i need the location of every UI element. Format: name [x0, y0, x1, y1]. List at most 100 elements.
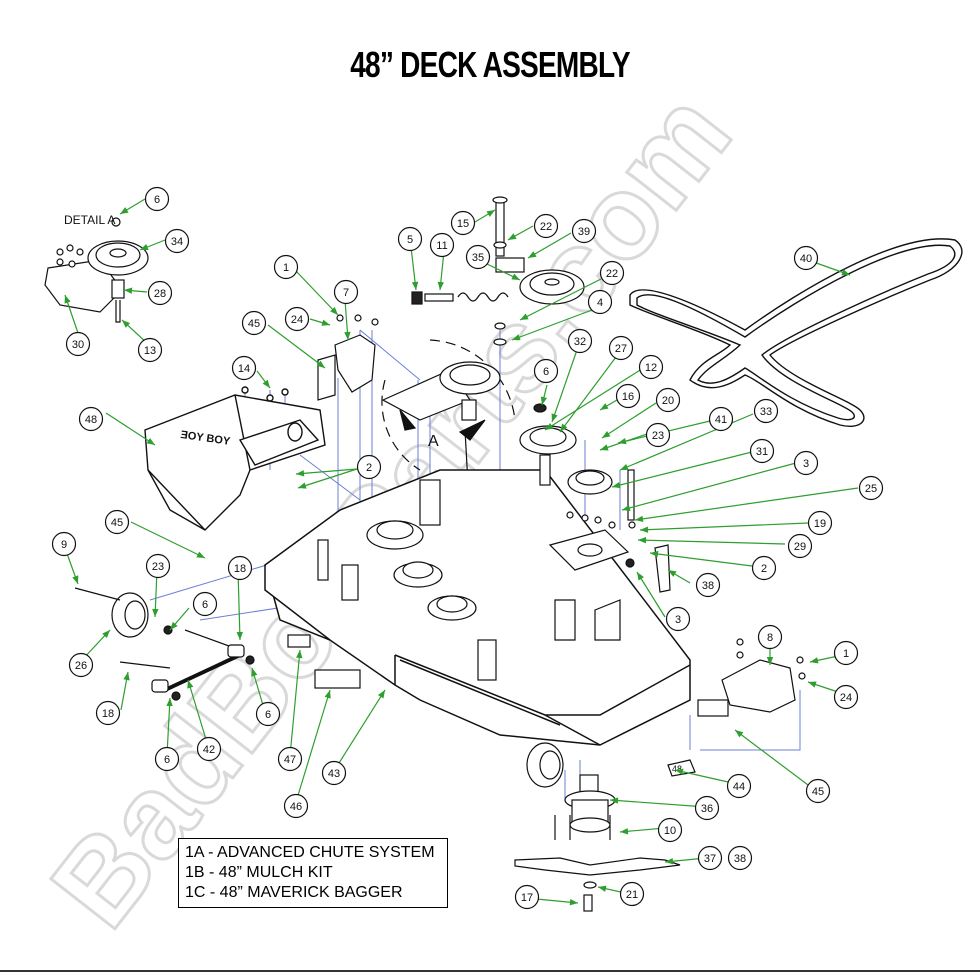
callout-circle — [753, 398, 779, 424]
callout-circle — [807, 510, 833, 536]
leader-arrowhead — [766, 657, 774, 665]
callout-c8: 8 — [757, 624, 783, 650]
callout-number: 2 — [761, 563, 767, 575]
callout-circle — [514, 884, 540, 910]
callout-c18b: 18 — [95, 700, 121, 726]
callout-circle — [599, 260, 625, 286]
callout-c35: 35 — [465, 244, 491, 270]
callout-number: 26 — [75, 660, 87, 672]
callout-number: 1 — [283, 262, 289, 274]
callout-number: 29 — [794, 541, 806, 553]
callout-circle — [615, 383, 641, 409]
leader-arrowhead — [122, 320, 131, 328]
leader-arrowhead — [650, 550, 659, 558]
detail-a-label: DETAIL A — [64, 213, 115, 227]
callout-circle — [227, 555, 253, 581]
callout-c41: 41 — [708, 406, 734, 432]
callout-circle — [144, 186, 170, 212]
leader-arrowhead — [810, 657, 819, 664]
callout-c7: 7 — [333, 279, 359, 305]
leader-arrowhead — [330, 307, 338, 315]
callout-circle — [695, 572, 721, 598]
callout-circle — [397, 226, 423, 252]
leader-arrowhead — [123, 672, 130, 681]
callout-circle — [284, 306, 310, 332]
callout-circle — [805, 778, 831, 804]
callout-c45a: 45 — [241, 310, 267, 336]
callout-c6a: 6 — [144, 186, 170, 212]
leader-arrowhead — [486, 210, 495, 217]
callout-circle — [657, 817, 683, 843]
callout-number: 38 — [702, 580, 714, 592]
callout-c23a: 23 — [645, 422, 671, 448]
leader-arrowhead — [618, 438, 627, 445]
callout-number: 16 — [622, 391, 634, 403]
leader-arrowhead — [540, 396, 548, 405]
callout-circle — [749, 438, 775, 464]
deck-spindle-pulleys — [317, 479, 621, 681]
callout-c44: 44 — [726, 773, 752, 799]
leader-arrowhead — [665, 858, 674, 865]
callout-number: 41 — [715, 414, 727, 426]
callout-number: 47 — [284, 754, 296, 766]
callout-c48: 48 — [78, 406, 104, 432]
callout-number: 35 — [472, 252, 484, 264]
callout-circle — [567, 328, 593, 354]
callout-c10: 10 — [657, 817, 683, 843]
callout-number: 1 — [843, 648, 849, 660]
mower-deck-43 — [264, 469, 691, 746]
spindle-and-blade: 48 — [287, 634, 696, 912]
callout-number: 44 — [733, 781, 745, 793]
callout-circle — [645, 422, 671, 448]
leader-arrowhead — [528, 251, 537, 258]
leader-arrowhead — [321, 319, 330, 326]
leader-arrowhead — [622, 504, 631, 512]
callout-c6e: 6 — [255, 701, 281, 727]
leader-arrowhead — [620, 828, 629, 835]
leader-arrowhead — [640, 526, 649, 533]
callout-number: 19 — [814, 518, 826, 530]
callout-number: 25 — [865, 483, 877, 495]
callout-circle — [787, 533, 813, 559]
leader-arrowhead — [520, 313, 529, 320]
leader-arrowhead — [600, 444, 609, 451]
callout-c19: 19 — [807, 510, 833, 536]
leader-arrowhead — [170, 621, 178, 630]
callout-c36: 36 — [694, 795, 720, 821]
callout-circle — [65, 331, 91, 357]
leader-arrowhead — [102, 630, 110, 639]
callout-circle — [231, 355, 257, 381]
callout-c29: 29 — [787, 533, 813, 559]
belt-shield-7 — [317, 314, 379, 401]
callout-c1a: 1 — [273, 254, 299, 280]
leader-arrowhead — [551, 413, 558, 422]
leader-arrowhead — [560, 423, 568, 432]
callout-circle — [137, 337, 163, 363]
callout-c15: 15 — [450, 210, 476, 236]
callout-circle — [196, 736, 222, 762]
leader-arrowhead — [569, 899, 578, 906]
detail-a-marker: A — [428, 433, 439, 450]
callout-number: 2 — [366, 462, 372, 474]
callout-number: 4 — [597, 297, 603, 309]
callout-number: 23 — [652, 430, 664, 442]
callout-circle — [655, 387, 681, 413]
callout-circle — [587, 289, 613, 315]
callout-number: 6 — [164, 754, 170, 766]
upper-idler-pulley — [411, 196, 585, 346]
callout-circle — [697, 845, 723, 871]
callout-circle — [154, 746, 180, 772]
callout-c37: 37 — [697, 845, 723, 871]
leader-arrowhead — [598, 885, 607, 892]
callout-c6c: 6 — [192, 591, 218, 617]
callout-number: 6 — [154, 194, 160, 206]
page-bottom-rule — [0, 970, 980, 972]
callout-circle — [727, 845, 753, 871]
callout-circle — [793, 450, 819, 476]
leader-arrowhead — [324, 690, 331, 699]
legend-item-chute: 1A - ADVANCED CHUTE SYSTEM — [185, 844, 435, 861]
callout-c31: 31 — [749, 438, 775, 464]
callout-c13: 13 — [137, 337, 163, 363]
callout-circle — [608, 335, 634, 361]
